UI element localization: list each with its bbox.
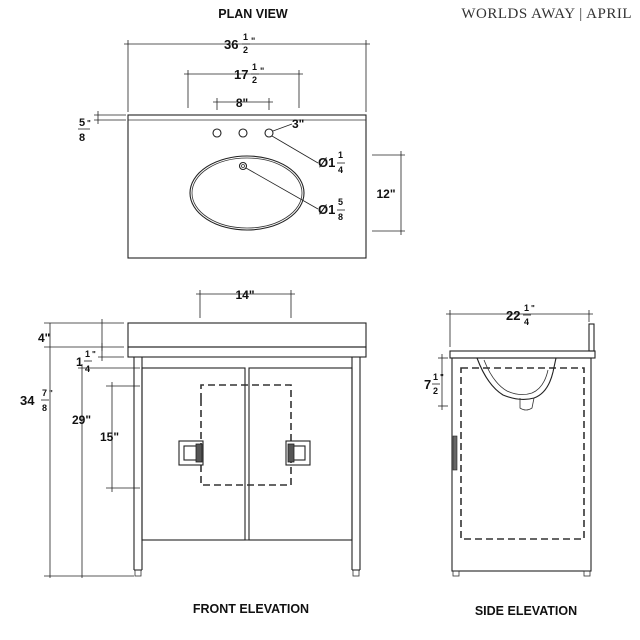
side-depth-label-unit: " — [531, 304, 535, 313]
side-basin-bowl — [476, 357, 557, 401]
total-height-label-num: 7 — [42, 388, 47, 398]
overflow-hole-inner — [241, 164, 245, 168]
front-hidden-basin-outline — [200, 384, 292, 486]
center-spread-label: 8" — [236, 96, 248, 110]
plan-basin-inner — [191, 157, 303, 229]
faucet-spread-label-den: 2 — [252, 75, 257, 85]
plan-view-title: PLAN VIEW — [218, 7, 288, 21]
faucet-spread-label-num: 1 — [252, 62, 257, 72]
side-cabinet-body — [451, 357, 592, 572]
bowl-depth-label-unit: " — [440, 373, 444, 382]
front-elevation-title: FRONT ELEVATION — [193, 602, 309, 616]
side-elevation-title: SIDE ELEVATION — [475, 604, 577, 618]
drain-callout-den: 4 — [338, 165, 343, 175]
front-glide-right — [352, 569, 360, 577]
total-height-label-unit: " — [49, 389, 53, 398]
side-elevation: 22 1 " 4 7 1 " 2 — [424, 303, 596, 577]
plan-width-label-whole: 36 — [224, 37, 238, 52]
front-glide-left — [134, 569, 142, 577]
overflow-hole — [238, 161, 248, 171]
plan-width-label-unit: " — [251, 36, 255, 46]
plan-width-label-num: 1 — [243, 32, 248, 42]
drain-callout-whole: Ø1 — [318, 155, 335, 170]
front-door-handle-left — [178, 440, 204, 466]
overflow-callout-leader — [245, 167, 319, 210]
apron-label-num: 1 — [85, 349, 90, 359]
faucet-hole-left — [212, 128, 222, 138]
side-hidden-interior — [460, 367, 585, 540]
apron-label-whole: 1 — [76, 355, 83, 369]
side-glide-back — [583, 570, 591, 577]
side-drain-pipe — [519, 397, 535, 411]
front-apron — [127, 346, 367, 358]
bowl-depth-label-den: 2 — [433, 386, 438, 396]
apron-label-unit: " — [92, 350, 96, 359]
side-basin-bowl-inner — [483, 359, 549, 395]
plan-basin-outer — [189, 155, 305, 231]
faucet-spread-label-whole: 17 — [234, 67, 248, 82]
drain-callout-leader — [271, 135, 319, 164]
side-countertop — [449, 350, 596, 359]
front-door-left — [141, 367, 246, 541]
top-thickness-num: 5 — [79, 117, 85, 129]
side-glide-front — [452, 570, 460, 577]
front-door-right — [248, 367, 353, 541]
overflow-callout-num: 5 — [338, 197, 343, 207]
drain-callout-num: 1 — [338, 150, 343, 160]
top-height-label: 4" — [38, 331, 50, 345]
faucet-hole-right — [264, 128, 274, 138]
brand-logo-text: WORLDS AWAY | APRIL — [461, 6, 632, 22]
front-door-handle-right — [285, 440, 311, 466]
apron-label-den: 4 — [85, 364, 90, 374]
bowl-depth-label-num: 1 — [433, 372, 438, 382]
side-backsplash — [588, 323, 595, 352]
total-height-label-den: 8 — [42, 403, 47, 413]
handle-height-label: 15" — [100, 430, 119, 444]
side-depth-label-whole: 22 — [506, 308, 520, 323]
faucet-spread-label-unit: " — [260, 66, 264, 76]
top-thickness-den: 8 — [79, 132, 85, 144]
bowl-depth-label-whole: 7 — [424, 377, 431, 392]
door-height-label: 29" — [72, 413, 91, 427]
total-height-label-whole: 34 — [20, 393, 35, 408]
hole-callout-label: 3" — [292, 117, 304, 131]
front-countertop — [127, 322, 367, 348]
side-depth-label-den: 4 — [524, 317, 529, 327]
overflow-callout-whole: Ø1 — [318, 202, 335, 217]
side-door-handle — [452, 435, 458, 471]
basin-width-label: 14" — [235, 288, 254, 302]
plan-view: 36 1 2 " 17 1 2 " 8" 5 " 8 3" Ø1 1 — [78, 32, 405, 259]
plan-countertop — [127, 114, 367, 259]
front-elevation: 14" 4" 1 1 " 4 34 7 " 8 29" 15" — [20, 288, 367, 578]
depth-label: 12" — [376, 187, 395, 201]
overflow-callout-den: 8 — [338, 212, 343, 222]
faucet-hole-center — [238, 128, 248, 138]
top-thickness-unit: " — [87, 119, 91, 128]
hole-callout-leader — [272, 123, 293, 132]
side-depth-label-num: 1 — [524, 303, 529, 313]
plan-width-label-den: 2 — [243, 45, 248, 55]
